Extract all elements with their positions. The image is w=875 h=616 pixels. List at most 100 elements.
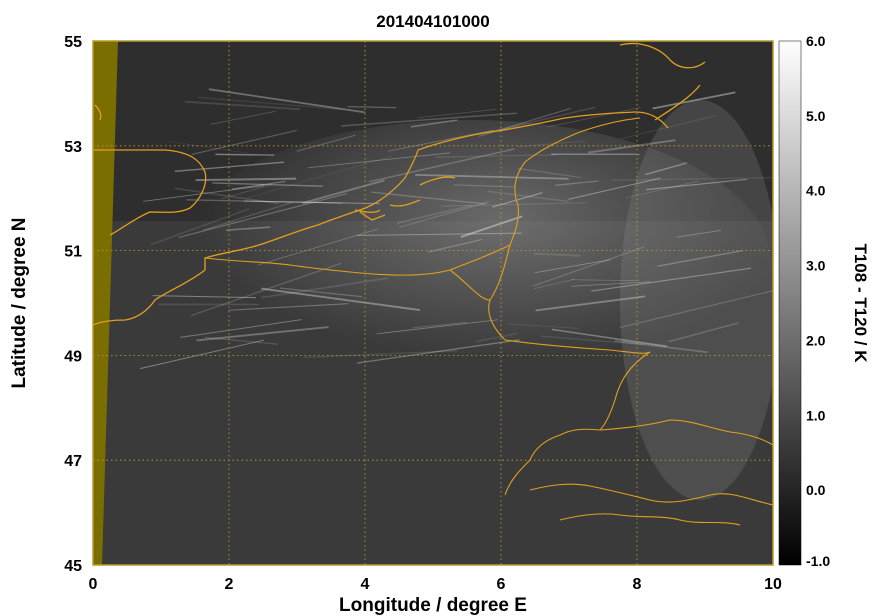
- contrail: [440, 202, 587, 207]
- colorbar-tick-label: 5.0: [806, 108, 826, 124]
- contrail: [417, 109, 497, 119]
- colorbar: 6.05.04.03.02.01.00.0-1.0 T108 - T120 / …: [778, 33, 870, 569]
- contrail: [376, 319, 499, 335]
- contrail: [208, 88, 366, 114]
- contrail: [190, 262, 342, 317]
- y-tick-label: 47: [64, 453, 82, 470]
- plot-frame: [92, 40, 774, 566]
- y-tick-label: 45: [64, 558, 82, 575]
- contrail: [308, 152, 451, 169]
- contrail: [488, 106, 596, 134]
- contrail: [518, 140, 586, 148]
- contrail: [279, 287, 363, 298]
- contrail: [554, 180, 599, 187]
- contrail: [646, 178, 748, 191]
- contrail: [435, 154, 558, 158]
- contrail: [412, 321, 467, 329]
- contrail: [150, 208, 250, 246]
- contrail: [196, 326, 329, 342]
- x-tick-label: 10: [764, 576, 782, 593]
- plot-area: [93, 41, 773, 565]
- haze-region: [170, 120, 770, 400]
- contrail: [427, 238, 483, 253]
- contrail: [303, 350, 458, 359]
- contrail: [178, 192, 348, 239]
- y-axis-label: Latitude / degree N: [9, 217, 30, 388]
- contrail: [517, 167, 582, 179]
- colorbar-tick-label: 3.0: [806, 258, 826, 274]
- contrail: [212, 182, 323, 187]
- contrail: [143, 185, 265, 202]
- contrail: [453, 184, 516, 188]
- y-tick-label: 55: [64, 34, 82, 51]
- contrail: [215, 153, 275, 156]
- colorbar-tick-label: 2.0: [806, 332, 826, 348]
- contrail: [139, 339, 265, 370]
- coastlines: [93, 42, 706, 326]
- grid-lines: [93, 41, 773, 565]
- colorbar-gradient: [778, 40, 802, 566]
- contrail: [652, 91, 736, 110]
- contrail: [261, 277, 389, 299]
- x-tick-label: 8: [633, 576, 642, 593]
- y-tick-label: 51: [64, 244, 82, 261]
- contrail: [195, 177, 297, 182]
- contrail: [532, 246, 645, 287]
- contrail: [302, 179, 385, 204]
- haze-region-east: [620, 100, 773, 500]
- no-data-strip: [93, 41, 118, 565]
- contrail: [551, 328, 668, 347]
- contrail: [611, 176, 773, 182]
- contrail: [415, 173, 569, 180]
- contrail-streaks: [139, 88, 773, 370]
- contrail: [226, 226, 271, 231]
- contrail: [625, 180, 699, 199]
- contrail: [174, 187, 280, 205]
- contrail: [221, 184, 272, 200]
- contrail: [243, 200, 380, 205]
- colorbar-label: T108 - T120 / K: [851, 243, 870, 363]
- x-tick-label: 0: [89, 576, 98, 593]
- contrail: [591, 267, 752, 292]
- contrail: [507, 323, 580, 329]
- contrail: [568, 177, 661, 200]
- contrail: [535, 295, 646, 312]
- x-tick-label: 6: [497, 576, 506, 593]
- x-tick-label: 4: [361, 576, 370, 593]
- contrail: [619, 290, 773, 329]
- contrail: [347, 106, 397, 109]
- contrail: [257, 228, 379, 266]
- contrail: [534, 252, 581, 257]
- colorbar-ticks: 6.05.04.03.02.01.00.0-1.0: [806, 33, 830, 569]
- contrail: [191, 129, 297, 155]
- contrail: [169, 141, 250, 154]
- contrail: [204, 336, 279, 345]
- contrail: [533, 278, 575, 289]
- contrail: [202, 201, 293, 231]
- contrail: [152, 295, 256, 299]
- contrail: [356, 232, 522, 237]
- contrail: [186, 199, 343, 204]
- contrail: [668, 322, 739, 343]
- contrail: [296, 134, 356, 152]
- country-borders: [204, 117, 773, 526]
- colorbar-tick-label: 4.0: [806, 183, 826, 199]
- contrail: [614, 339, 708, 354]
- colorbar-tick-label: 0.0: [806, 482, 826, 498]
- contrail: [644, 162, 688, 176]
- contrail: [546, 107, 641, 128]
- y-tick-label: 49: [64, 348, 82, 365]
- contrail: [571, 281, 651, 287]
- contrail: [410, 119, 458, 128]
- contrail: [487, 190, 569, 203]
- contrail: [396, 204, 473, 224]
- contrail: [180, 319, 302, 338]
- contrail: [540, 335, 644, 346]
- contrail: [492, 192, 543, 208]
- contrail: [399, 201, 489, 228]
- x-tick-label: 2: [225, 576, 234, 593]
- contrail: [210, 110, 276, 125]
- contrail: [197, 96, 342, 111]
